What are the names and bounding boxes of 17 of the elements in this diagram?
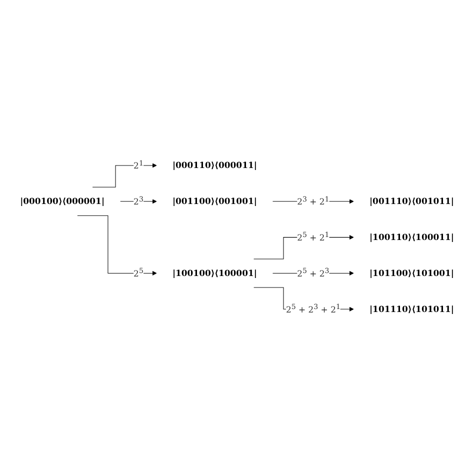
node-text: |001100⟩⟨001001| — [172, 196, 257, 206]
node-text: |101100⟩⟨101001| — [369, 268, 454, 278]
edge-label: 2$^{5}$ + 2$^{3}$ — [297, 267, 330, 278]
node-text: |100100⟩⟨100001| — [172, 268, 257, 278]
node-text: |000110⟩⟨000011| — [172, 160, 257, 170]
edge-label: 2$^{3}$ + 2$^{1}$ — [297, 195, 330, 206]
arrow — [77, 215, 157, 276]
edge-label: 2$^{5}$ — [134, 267, 144, 278]
edge-label: 2$^{5}$ + 2$^{1}$ — [297, 231, 330, 242]
edge-label: 2$^{3}$ — [134, 195, 144, 206]
arrow — [92, 162, 157, 188]
node-text: |100110⟩⟨100011| — [369, 232, 454, 242]
edge-label: 2$^{5}$ + 2$^{3}$ + 2$^{1}$ — [286, 302, 340, 314]
node-text: |001110⟩⟨001011| — [369, 196, 454, 206]
node-text: |000100⟩⟨000001| — [20, 196, 105, 206]
node-text: |101110⟩⟨101011| — [369, 304, 454, 314]
edge-label: 2$^{1}$ — [134, 159, 144, 171]
